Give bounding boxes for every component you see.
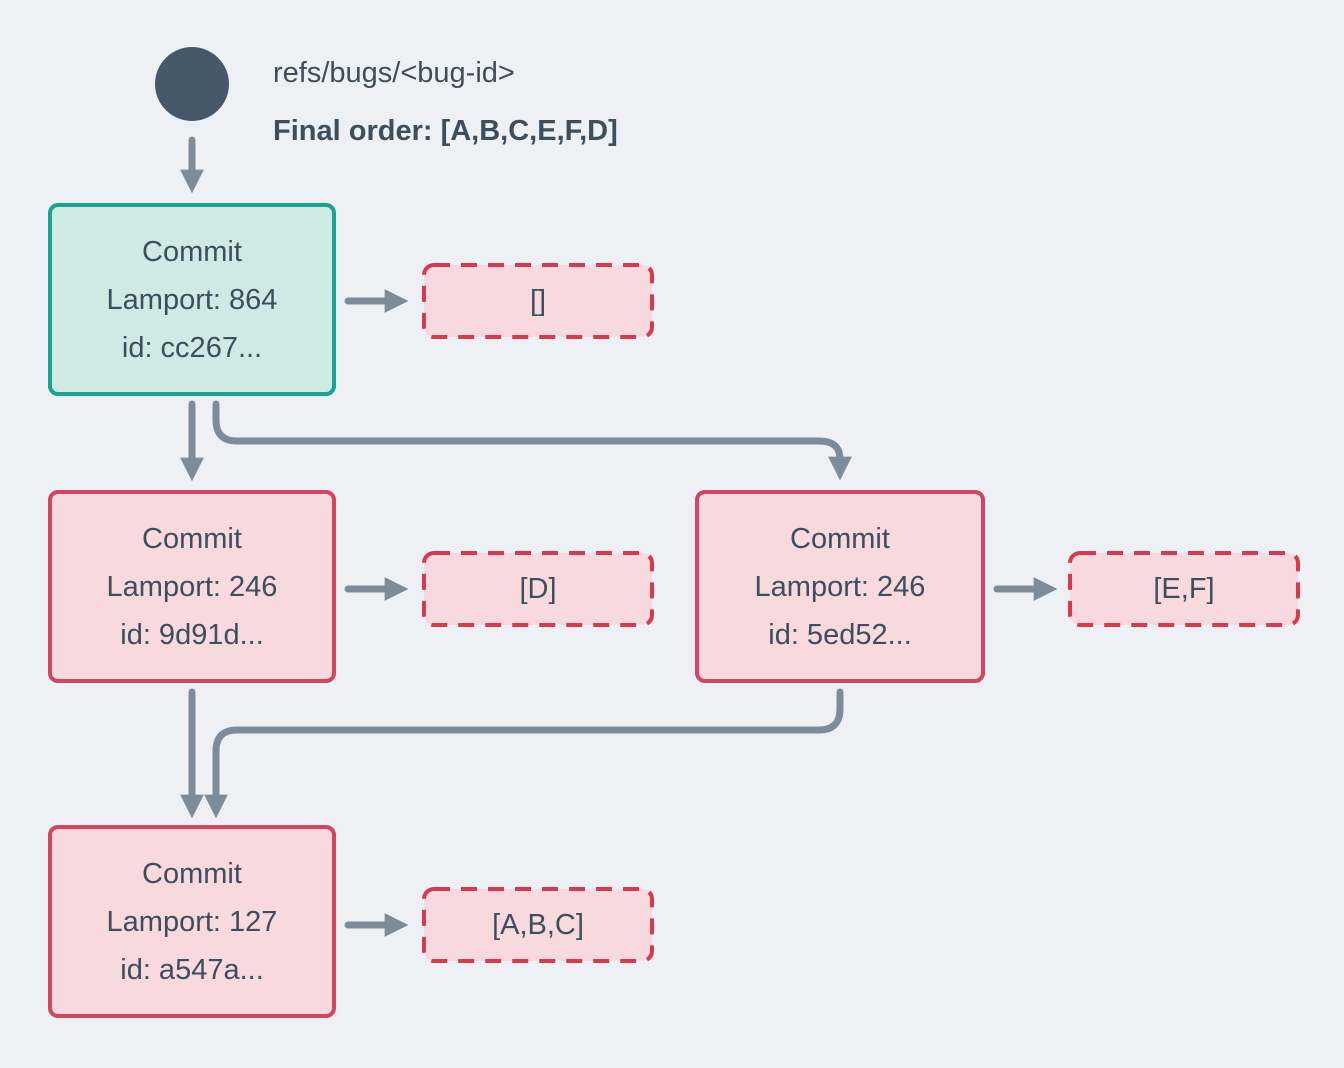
ops-label-right-child: [E,F] <box>1153 572 1215 605</box>
commit-lamport: Lamport: 127 <box>106 905 278 938</box>
ops-box-right-child <box>1068 551 1300 627</box>
commit-lamport: Lamport: 864 <box>106 283 278 316</box>
commit-title: Commit <box>142 857 242 890</box>
ops-label-merge: [A,B,C] <box>492 908 584 941</box>
commit-id: id: 9d91d... <box>120 618 264 651</box>
commit-title: Commit <box>142 522 242 555</box>
ops-label-left-child: [D] <box>519 572 557 605</box>
final-order-label: Final order: [A,B,C,E,F,D] <box>273 115 618 147</box>
ops-label-root: [] <box>529 284 547 317</box>
ops-box-merge <box>422 887 654 963</box>
commit-lamport: Lamport: 246 <box>106 570 278 603</box>
commit-id: id: a547a... <box>120 953 264 986</box>
commit-title: Commit <box>790 522 890 555</box>
ops-box-root <box>422 263 654 339</box>
commit-id: id: 5ed52... <box>768 618 912 651</box>
ref-circle-icon <box>155 47 229 121</box>
commit-node-root: Commit Lamport: 864 id: cc267... <box>48 203 336 396</box>
edge-right-child-to-merge <box>204 688 844 819</box>
commit-id: id: cc267... <box>121 331 263 364</box>
commit-node-merge: Commit Lamport: 127 id: a547a... <box>48 825 336 1018</box>
commit-node-left-child: Commit Lamport: 246 id: 9d91d... <box>48 490 336 683</box>
commit-lamport: Lamport: 246 <box>754 570 926 603</box>
commit-title: Commit <box>142 235 242 268</box>
ref-label: refs/bugs/<bug-id> <box>273 57 515 89</box>
edge-root-to-right-child <box>212 400 852 481</box>
ops-box-left-child <box>422 551 654 627</box>
commit-node-right-child: Commit Lamport: 246 id: 5ed52... <box>695 490 985 683</box>
